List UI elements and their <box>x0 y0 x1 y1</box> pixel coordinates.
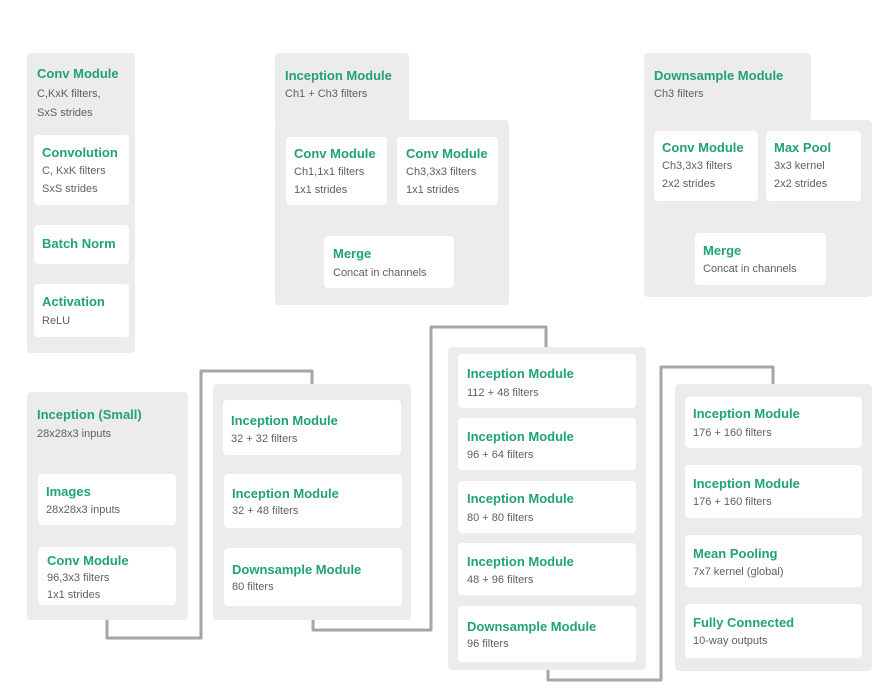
stage3-block-5 <box>458 606 636 662</box>
network-conv-line2: 1x1 strides <box>47 589 101 601</box>
max-pool-line1: 3x3 kernel <box>774 160 825 172</box>
downsample-merge-card <box>695 233 826 285</box>
stage3-block-1-line1: 112 + 48 filters <box>467 387 539 399</box>
stage3-block-4 <box>458 543 636 595</box>
inception-merge-card <box>324 236 454 288</box>
inception-legend-panel-top <box>275 53 409 123</box>
network-conv-card <box>38 547 176 605</box>
conv-module-legend-line1: C,KxK filters, <box>37 88 101 100</box>
stage4-block-4-title: Fully Connected <box>693 615 795 630</box>
downsample-conv-line2: 2x2 strides <box>662 178 716 190</box>
stage2-block-2-title: Inception Module <box>232 486 339 501</box>
stage4-block-4-line1: 10-way outputs <box>693 635 768 647</box>
convolution-line2: SxS strides <box>42 183 98 195</box>
network-conv-line1: 96,3x3 filters <box>47 572 110 584</box>
downsample-conv-line1: Ch3,3x3 filters <box>662 160 733 172</box>
stage2-block-3 <box>224 548 402 606</box>
inception-conv-a-card <box>286 137 387 205</box>
stage3-block-1-title: Inception Module <box>467 366 574 381</box>
batch-norm-title: Batch Norm <box>42 236 116 251</box>
inception-conv-a-line2: 1x1 strides <box>294 184 348 196</box>
stage3-block-2-title: Inception Module <box>467 429 574 444</box>
stage2-block-1 <box>223 400 401 455</box>
max-pool-line2: 2x2 strides <box>774 178 828 190</box>
inception-merge-line1: Concat in channels <box>333 267 427 279</box>
stage4-block-2-line1: 176 + 160 filters <box>693 496 772 508</box>
downsample-conv-card <box>654 131 758 201</box>
stage3-block-4-line1: 48 + 96 filters <box>467 574 534 586</box>
stage2-block-2-line1: 32 + 48 filters <box>232 505 299 517</box>
inception-conv-b-card <box>397 137 498 205</box>
stage3-block-1 <box>458 354 636 408</box>
inception-conv-a-title: Conv Module <box>294 146 376 161</box>
inception-small-subtitle: 28x28x3 inputs <box>37 428 111 440</box>
stage2-block-1-title: Inception Module <box>231 413 338 428</box>
downsample-legend-title: Downsample Module <box>654 68 784 83</box>
downsample-legend-panel-top <box>644 53 811 123</box>
stage4-block-3 <box>685 535 862 587</box>
stage4-block-3-title: Mean Pooling <box>693 546 778 561</box>
conv-module-legend-line2: SxS strides <box>37 107 93 119</box>
stage3-block-3-title: Inception Module <box>467 491 574 506</box>
stage4-block-4 <box>685 604 862 658</box>
max-pool-card <box>766 131 861 201</box>
convolution-title: Convolution <box>42 145 118 160</box>
inception-conv-a-line1: Ch1,1x1 filters <box>294 166 365 178</box>
stage3-block-2 <box>458 418 636 470</box>
downsample-merge-title: Merge <box>703 243 742 258</box>
stage4-block-1-line1: 176 + 160 filters <box>693 427 772 439</box>
activation-title: Activation <box>42 294 105 309</box>
activation-line1: ReLU <box>42 315 71 327</box>
inception-small-title: Inception (Small) <box>37 407 142 422</box>
stage2-block-1-line1: 32 + 32 filters <box>231 433 298 445</box>
convolution-line1: C, KxK filters <box>42 165 106 177</box>
stage3-block-4-title: Inception Module <box>467 554 574 569</box>
stage2-block-2 <box>224 474 402 528</box>
stage3-block-5-title: Downsample Module <box>467 619 597 634</box>
inception-legend-title: Inception Module <box>285 68 392 83</box>
stage3-block-3 <box>458 481 636 533</box>
downsample-conv-title: Conv Module <box>662 140 744 155</box>
stage4-block-2 <box>685 465 862 518</box>
max-pool-title: Max Pool <box>774 140 832 155</box>
images-title: Images <box>46 484 91 499</box>
images-card <box>38 474 176 525</box>
stage4-block-3-line1: 7x7 kernel (global) <box>693 566 784 578</box>
stage3-block-2-line1: 96 + 64 filters <box>467 449 534 461</box>
downsample-legend-line1: Ch3 filters <box>654 88 704 100</box>
inception-conv-b-title: Conv Module <box>406 146 488 161</box>
stage4-block-2-title: Inception Module <box>693 476 800 491</box>
stage4-block-1 <box>685 397 862 448</box>
inception-conv-b-line2: 1x1 strides <box>406 184 460 196</box>
conv-module-legend-title: Conv Module <box>37 66 119 81</box>
images-line1: 28x28x3 inputs <box>46 504 120 516</box>
inception-merge-title: Merge <box>333 246 372 261</box>
inception-conv-b-line1: Ch3,3x3 filters <box>406 166 477 178</box>
stage3-block-3-line1: 80 + 80 filters <box>467 512 534 524</box>
stage2-block-3-title: Downsample Module <box>232 562 362 577</box>
stage3-block-5-line1: 96 filters <box>467 638 509 650</box>
network-conv-title: Conv Module <box>47 553 129 568</box>
convolution-card <box>34 135 129 205</box>
activation-card <box>34 284 129 337</box>
downsample-merge-line1: Concat in channels <box>703 263 797 275</box>
stage2-block-3-line1: 80 filters <box>232 581 274 593</box>
stage4-block-1-title: Inception Module <box>693 406 800 421</box>
inception-legend-line1: Ch1 + Ch3 filters <box>285 88 368 100</box>
batch-norm-card <box>34 225 129 264</box>
